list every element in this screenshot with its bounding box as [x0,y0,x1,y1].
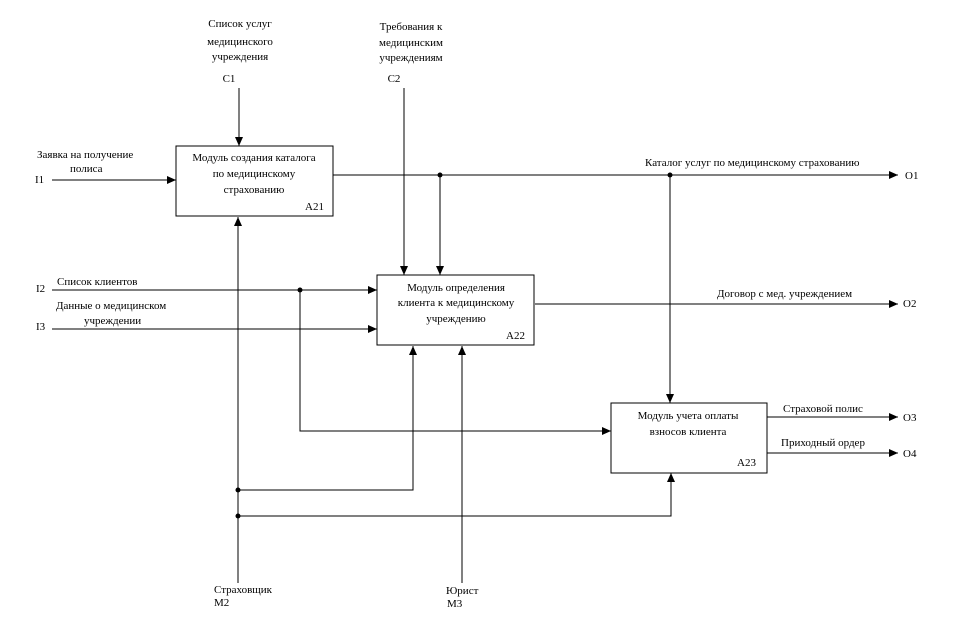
control-c2-line-3: учреждениям [379,52,442,64]
mechanism-m2-label: Страховщик [214,584,273,596]
input-i1-line-1: Заявка на получение [37,149,133,161]
junction-dot [235,513,241,519]
block-a23-line-1: Модуль учета оплаты [638,410,739,422]
input-i3-line-2: учреждении [84,315,141,327]
input-i1-code: I1 [35,174,44,186]
branch-i2-to-a23 [299,290,611,435]
block-a21-id: А21 [305,201,324,213]
junction-dot [297,287,303,293]
mechanism-label-m3: Юрист М3 [446,585,479,610]
input-i3-line-1: Данные о медицинском [56,300,166,312]
junction-dot [437,172,443,178]
control-label-c2: Требования к медицинским учреждениям С2 [379,21,443,85]
input-i3-code: I3 [36,321,46,333]
output-o2-label: Договор с мед. учреждением [717,288,852,300]
control-c2-line-1: Требования к [380,21,443,33]
output-o4-label: Приходный ордер [781,437,865,449]
mechanism-label-m2: Страховщик М2 [214,584,273,609]
output-o2-code: О2 [903,298,916,310]
input-i2-code: I2 [36,283,45,295]
mechanism-m3-label: Юрист [446,585,479,597]
block-a21[interactable]: Модуль создания каталога по медицинскому… [175,145,334,217]
output-o4-code: О4 [903,448,917,460]
junction-dot [667,172,673,178]
control-label-c1: Список услуг медицинского учреждения С1 [207,18,273,85]
block-a23-line-2: взносов клиента [650,426,727,438]
block-a21-line-2: по медицинскому [213,168,296,180]
block-a22-line-3: учреждению [426,313,486,325]
input-label-i1: Заявка на получение полиса I1 [35,149,133,186]
control-c1-line-2: медицинского [207,36,273,48]
input-label-i2: Список клиентов I2 [36,276,137,295]
input-label-i3: Данные о медицинском учреждении I3 [36,300,166,333]
block-a23[interactable]: Модуль учета оплаты взносов клиента А23 [610,402,768,474]
control-c2-code: С2 [388,73,401,85]
branch-m2-to-a23 [238,473,675,517]
output-o3-code: О3 [903,412,917,424]
junction-dot [235,487,241,493]
output-o1-label: Каталог услуг по медицинскому страховани… [645,157,859,169]
input-i2-line-1: Список клиентов [57,276,137,288]
control-c2-line-2: медицинским [379,37,443,49]
block-a22[interactable]: Модуль определения клиента к медицинском… [376,274,535,346]
block-a21-line-1: Модуль создания каталога [192,152,315,164]
block-a22-id: А22 [506,330,525,342]
block-a21-line-3: страхованию [224,184,285,196]
control-c1-line-3: учреждения [212,51,268,63]
output-o1-code: О1 [905,170,918,182]
block-a23-id: А23 [737,457,756,469]
block-a22-line-1: Модуль определения [407,282,505,294]
input-i1-line-2: полиса [70,163,103,175]
control-c1-line-1: Список услуг [208,18,272,30]
branch-m2-to-a22 [238,346,417,491]
block-a22-line-2: клиента к медицинскому [398,297,515,309]
control-c1-code: С1 [223,73,236,85]
mechanism-m3-code: М3 [447,598,463,610]
output-o3-label: Страховой полис [783,403,863,415]
mechanism-m2-code: М2 [214,597,229,609]
